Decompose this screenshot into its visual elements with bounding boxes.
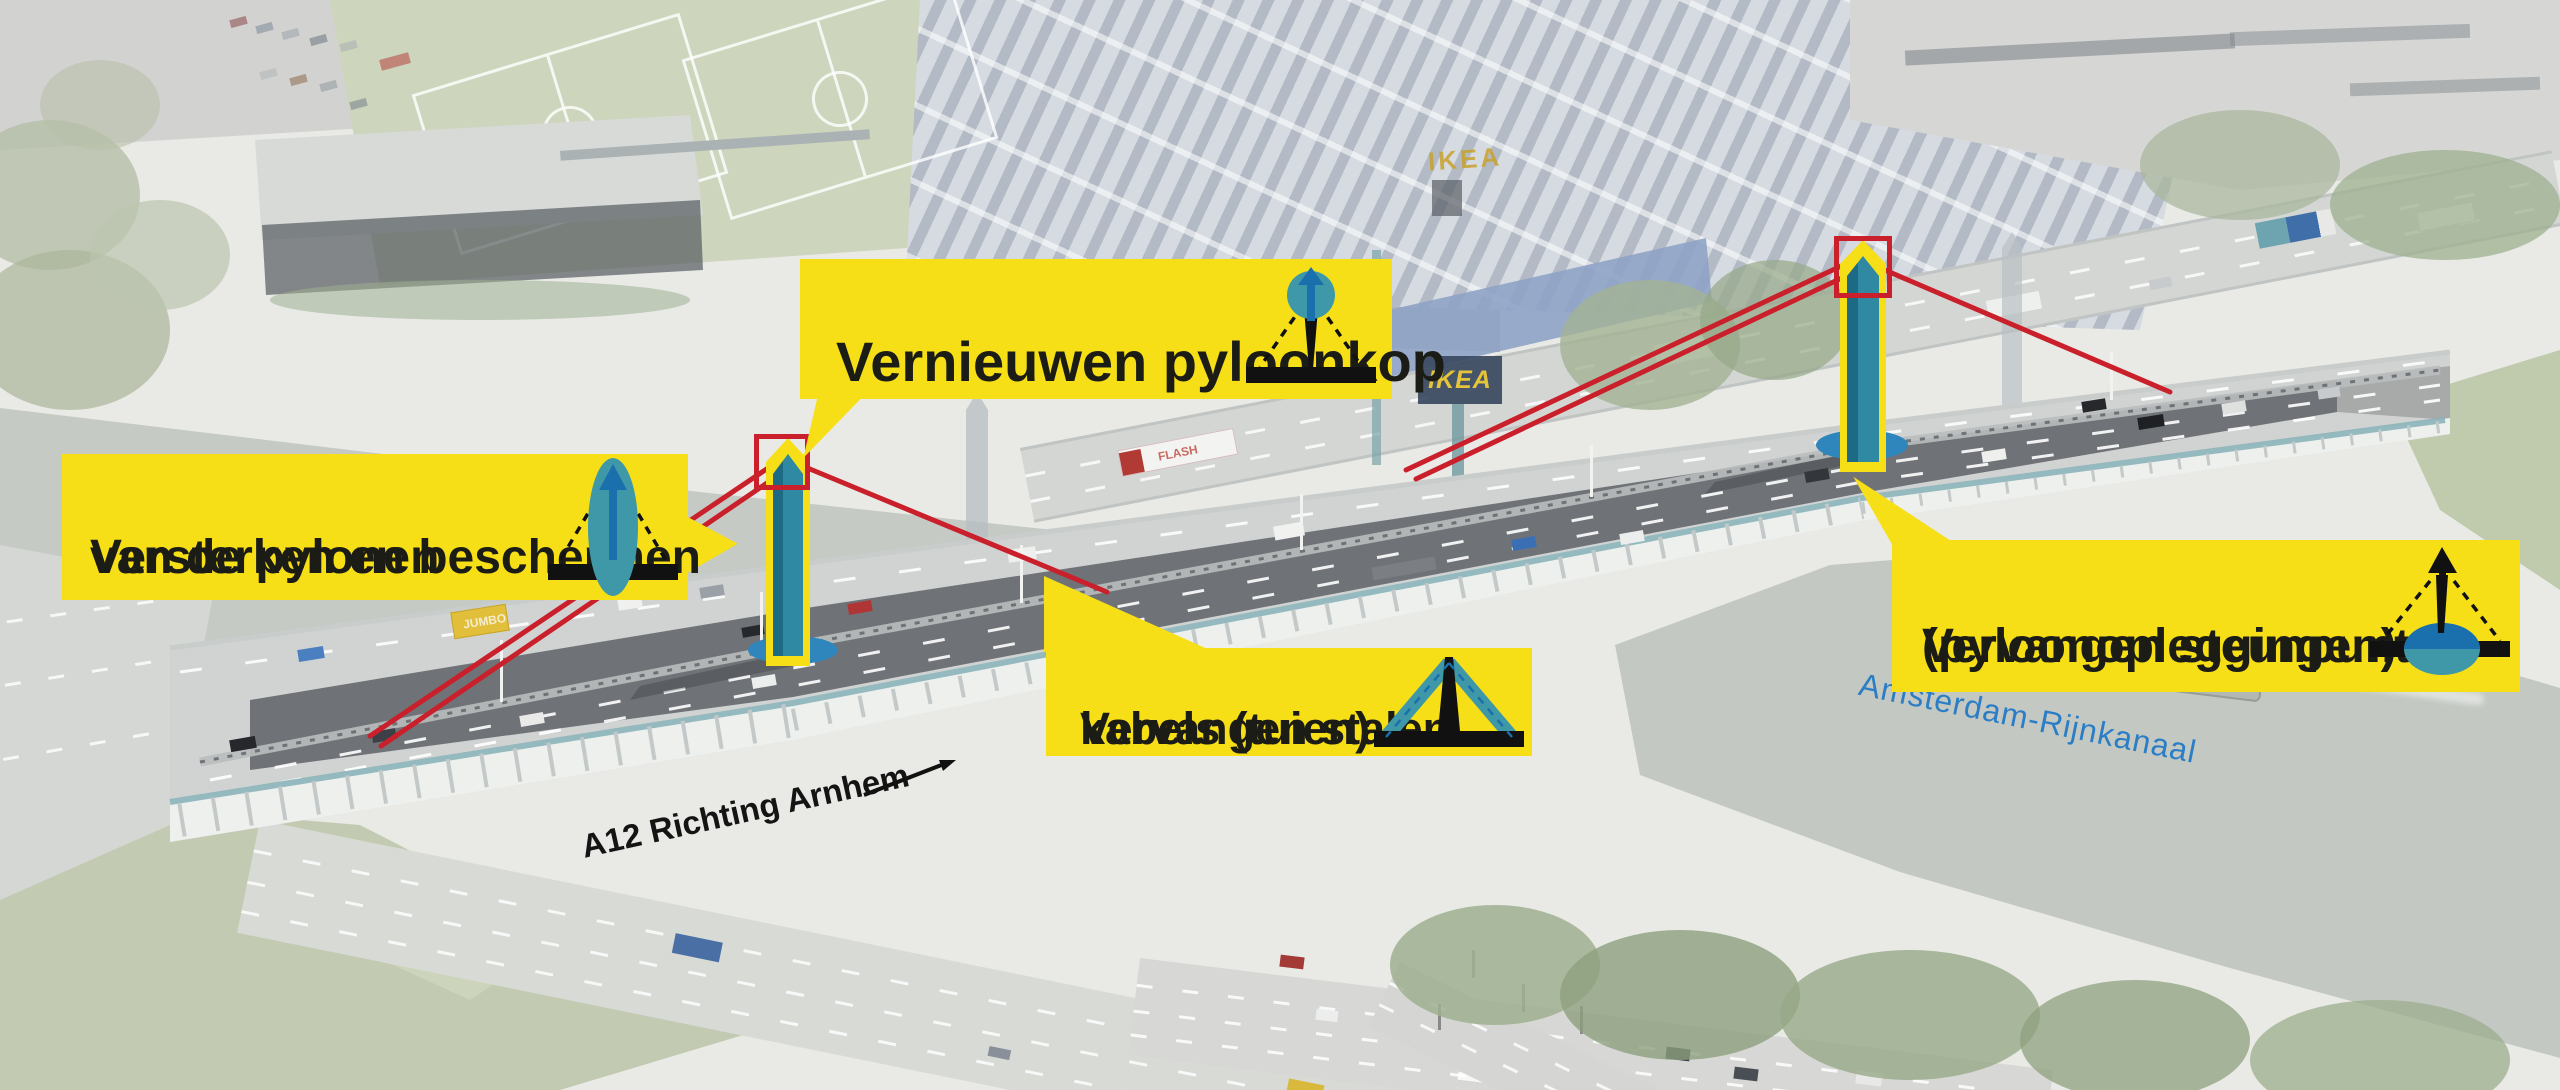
lamp-post — [1590, 445, 1593, 497]
pylon-head-marker-left — [754, 434, 810, 490]
trees — [2250, 1000, 2510, 1090]
ikea-billboard: IKEA — [1418, 356, 1502, 404]
ikea-billboard-sign: IKEA — [1428, 365, 1492, 394]
ikea-sign-structure — [1432, 180, 1462, 216]
lamp-post — [760, 592, 763, 652]
trees — [2140, 110, 2340, 220]
callout-vernieuwen-pyloonkop: Vernieuwen pyloonkop — [800, 259, 1446, 399]
pylon-right — [1840, 240, 1886, 472]
trees — [40, 60, 160, 150]
trees — [1560, 930, 1800, 1060]
lamp-post — [1020, 545, 1023, 603]
lamp-post — [1300, 494, 1303, 550]
hedge — [270, 280, 690, 320]
pylon-bearing-highlight-icon — [2370, 547, 2510, 675]
trees — [2330, 150, 2560, 260]
trees — [2020, 980, 2250, 1090]
trees — [1780, 950, 2040, 1080]
stay-cables-highlight-icon — [1374, 657, 1524, 747]
trees — [90, 200, 230, 310]
pylon-right-shaft — [1847, 256, 1879, 462]
pylon-head-marker-right — [1834, 236, 1892, 298]
pylon-body-highlight-icon — [548, 458, 678, 596]
lamp-post — [500, 640, 503, 702]
pylon-head-highlight-icon — [1246, 267, 1376, 383]
traffic-light-pole — [1438, 1004, 1441, 1030]
callout-vervangen-steunpunten: Vervangen steunpunten(pyloonopleggingen) — [1892, 540, 2520, 692]
faded-pylon — [2002, 232, 2022, 447]
lamp-post — [2110, 352, 2113, 400]
